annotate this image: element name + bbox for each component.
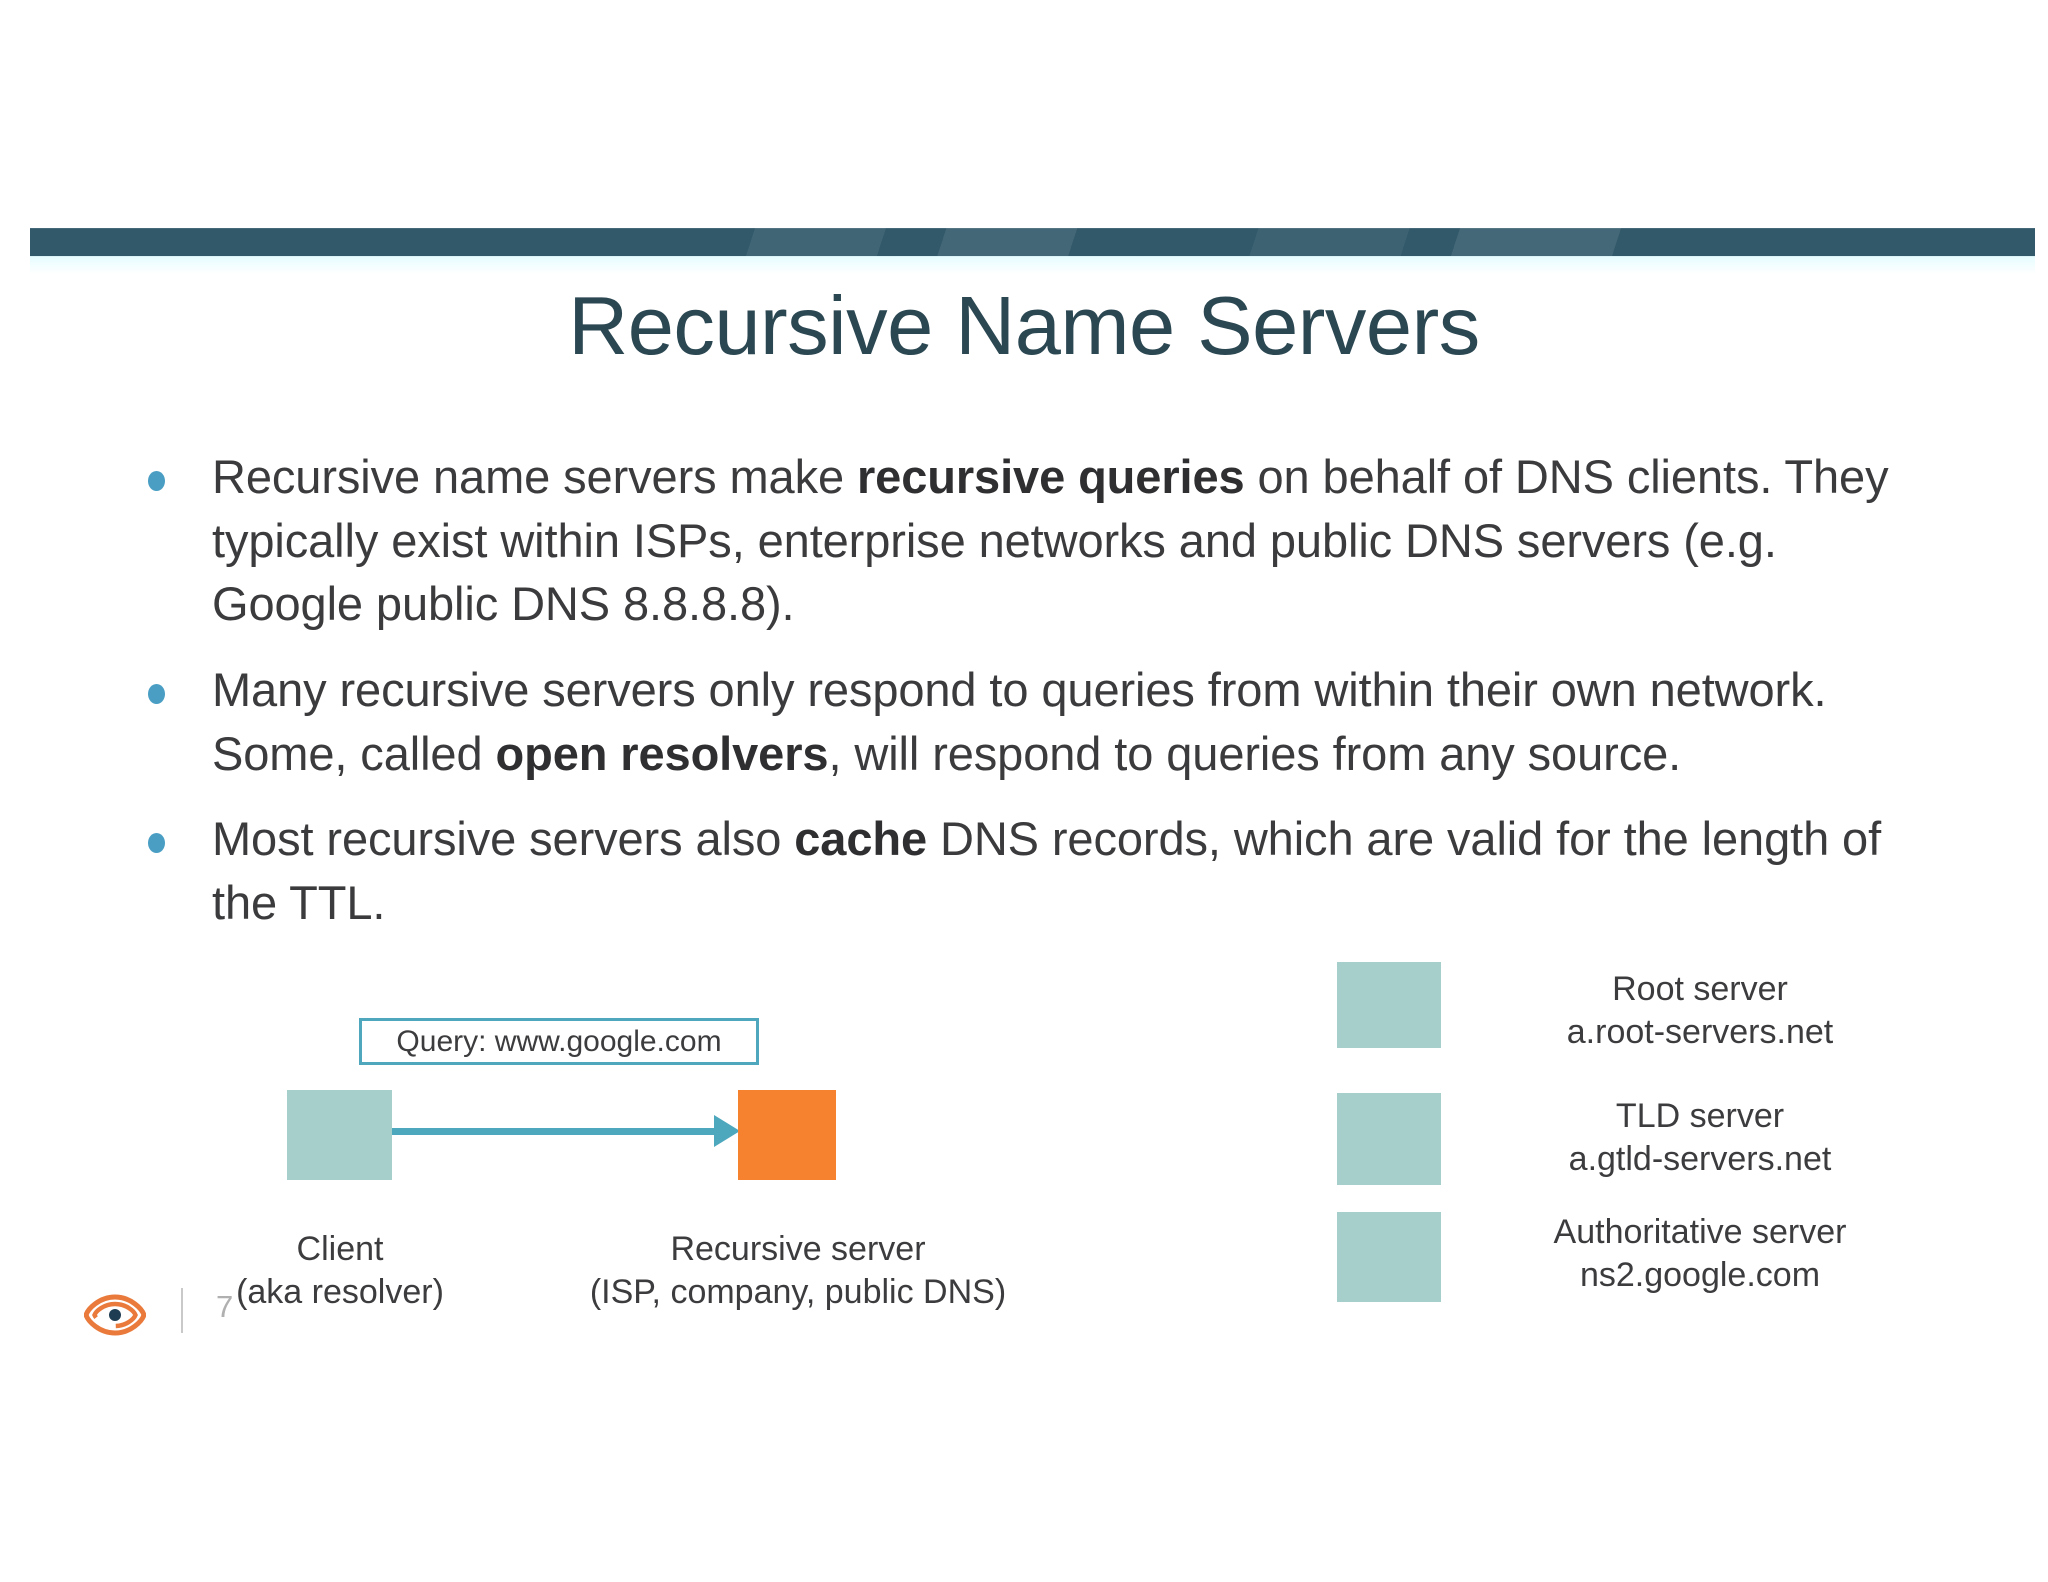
query-callout-box: Query: www.google.com: [359, 1018, 759, 1065]
client-node-swatch: [287, 1090, 392, 1180]
bullet-text-2: Many recursive servers only respond to q…: [212, 658, 1930, 785]
authoritative-server-name: Authoritative server: [1553, 1213, 1847, 1251]
body-text: Recursive name servers make: [212, 450, 857, 503]
root-server-swatch: [1337, 962, 1441, 1048]
bullet-text-1: Recursive name servers make recursive qu…: [212, 445, 1930, 636]
eye-icon: [83, 1292, 147, 1338]
emphasis-text: recursive queries: [856, 450, 1245, 503]
query-callout-label: Query: www.google.com: [396, 1024, 722, 1058]
recursive-node-caption: Recursive server (ISP, company, public D…: [538, 1228, 1058, 1314]
tld-server-host: a.gtld-servers.net: [1568, 1139, 1832, 1178]
body-text: Many recursive servers only respond to q…: [212, 663, 1827, 780]
body-text: , will respond to queries from any sourc…: [828, 726, 1682, 780]
bullet-text-3: Most recursive servers also cache DNS re…: [212, 807, 1930, 934]
bullet-dot-icon: [148, 684, 165, 705]
body-text: Most recursive servers also: [212, 812, 795, 866]
emphasis-text: open resolvers: [495, 726, 829, 780]
root-server-host: a.root-servers.net: [1566, 1012, 1834, 1051]
tld-server-label: TLD server a.gtld-servers.net: [1460, 1095, 1940, 1181]
client-caption-line-2: (aka resolver): [236, 1272, 444, 1311]
recursive-caption-line-2: (ISP, company, public DNS): [589, 1272, 1007, 1311]
tld-server-name: TLD server: [1615, 1097, 1785, 1135]
bullet-dot-icon: [148, 471, 165, 491]
footer-divider: [181, 1288, 183, 1333]
body-text: on behalf of DNS clients. They typically…: [212, 450, 1889, 631]
root-server-label: Root server a.root-servers.net: [1460, 968, 1940, 1054]
bullet-list: Recursive name servers make recursive qu…: [140, 445, 1930, 957]
list-item: Many recursive servers only respond to q…: [140, 658, 1930, 785]
list-item: Most recursive servers also cache DNS re…: [140, 807, 1930, 934]
root-server-name: Root server: [1612, 970, 1788, 1008]
authoritative-server-host: ns2.google.com: [1579, 1255, 1821, 1294]
query-arrow-head-icon: [714, 1115, 740, 1147]
emphasis-text: cache: [794, 812, 928, 866]
header-accent-bar-glow: [30, 256, 2035, 274]
client-caption-line-1: Client: [296, 1230, 384, 1268]
recursive-caption-line-1: Recursive server: [670, 1230, 926, 1268]
header-accent-bar: [30, 228, 2035, 256]
authoritative-server-swatch: [1337, 1212, 1441, 1302]
page-title: Recursive Name Servers: [568, 279, 1480, 372]
bullet-dot-icon: [148, 833, 165, 854]
recursive-server-node-swatch: [738, 1090, 836, 1180]
page-number: 7: [216, 1289, 234, 1324]
tld-server-swatch: [1337, 1093, 1441, 1185]
query-arrow-line: [392, 1128, 720, 1135]
body-text: DNS records, which are valid for the len…: [212, 812, 1882, 930]
list-item: Recursive name servers make recursive qu…: [140, 445, 1930, 636]
authoritative-server-label: Authoritative server ns2.google.com: [1460, 1211, 1940, 1297]
client-node-caption: Client (aka resolver): [180, 1228, 500, 1314]
